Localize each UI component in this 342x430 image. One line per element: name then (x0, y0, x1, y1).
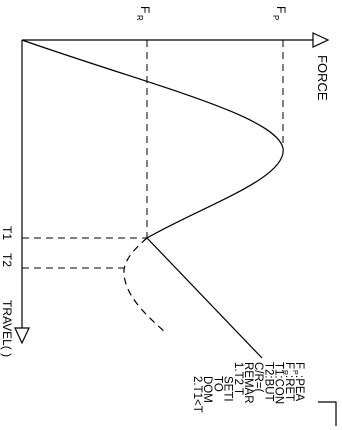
note-line-3: T2:BUT (262, 362, 274, 402)
svg-text:F: F (138, 6, 152, 13)
svg-text:F: F (274, 6, 288, 13)
note-line-10: 2.T1<T (191, 376, 203, 413)
note-line-8: TO (211, 376, 223, 392)
force-curve (21, 39, 284, 239)
fr-label: F R (135, 6, 152, 21)
svg-text:R: R (135, 15, 144, 21)
t1-label: T1 (0, 226, 14, 240)
travel-axis-arrow (14, 327, 30, 345)
note-line-4: C/R=( (252, 362, 264, 393)
note-tail-0: :PEA (293, 375, 305, 402)
note-line-9: DOM (201, 376, 213, 403)
note-line-5: REMAR (242, 362, 254, 404)
t2-label: T2 (0, 253, 14, 267)
corner-mark (318, 401, 337, 426)
travel-axis-label: TRAVEL( ) (0, 300, 14, 357)
note-line-1: F (283, 362, 295, 369)
note-tail-1: :RET (283, 375, 295, 401)
note-line-2: T1:CON (273, 362, 285, 404)
svg-text:P: P (271, 15, 280, 20)
fp-label: F P (271, 6, 288, 20)
post-contact-line (146, 237, 263, 359)
force-axis-label: FORCE (315, 55, 330, 101)
force-axis-arrow (312, 32, 330, 48)
note-line-7: SETI (222, 376, 234, 402)
note-line-0: F (293, 362, 305, 369)
note-sub-0: P (291, 370, 298, 375)
note-sub-1: R (281, 370, 288, 375)
return-curve-dashed (123, 237, 166, 333)
note-line-6: 1.T2 T (232, 362, 244, 395)
